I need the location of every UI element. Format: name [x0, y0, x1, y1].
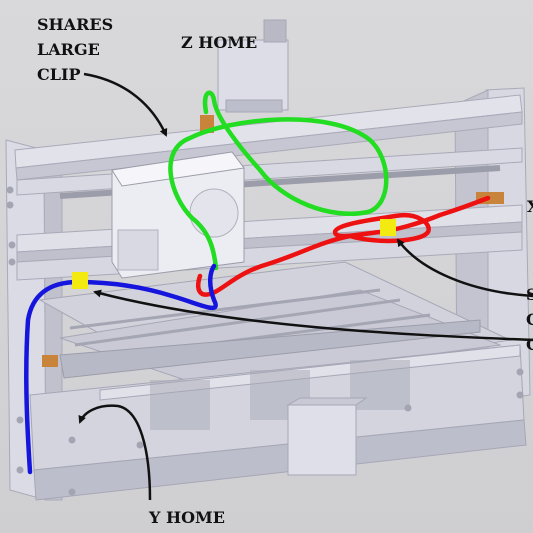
- y-home-label: Y HOME: [149, 508, 225, 527]
- y-clip-arrow: [93, 289, 533, 342]
- label-line: C: [526, 310, 533, 329]
- machine-frame: [5, 87, 531, 501]
- label-line: CLIP: [37, 65, 81, 84]
- y-home-wire: [24, 263, 218, 475]
- x-home-label-partial: X: [527, 194, 533, 219]
- shares-clip-arrow: [83, 72, 168, 137]
- shares-large-clip-label: SHARES LARGE CLIP: [37, 12, 113, 87]
- frame-bolts: [6, 186, 524, 496]
- cable-clip-icon: [380, 219, 396, 236]
- x-home-wire: [196, 195, 491, 297]
- spindle-carriage: [111, 151, 245, 279]
- limit-switch-icon: [42, 355, 58, 367]
- z-home-label: Z HOME: [181, 33, 258, 52]
- right-label-partial: S C C: [526, 282, 533, 357]
- label-line: S: [526, 285, 533, 304]
- label-line: SHARES: [37, 15, 114, 34]
- stepper-motor-icon: [286, 397, 368, 476]
- label-line: C: [526, 335, 533, 354]
- z-home-wire: [168, 90, 389, 271]
- y-home-arrow: [78, 404, 152, 501]
- stepper-motor-icon: [217, 19, 289, 113]
- cable-clip-icon: [72, 272, 88, 289]
- label-line: LARGE: [37, 40, 100, 59]
- x-clip-arrow: [396, 238, 533, 298]
